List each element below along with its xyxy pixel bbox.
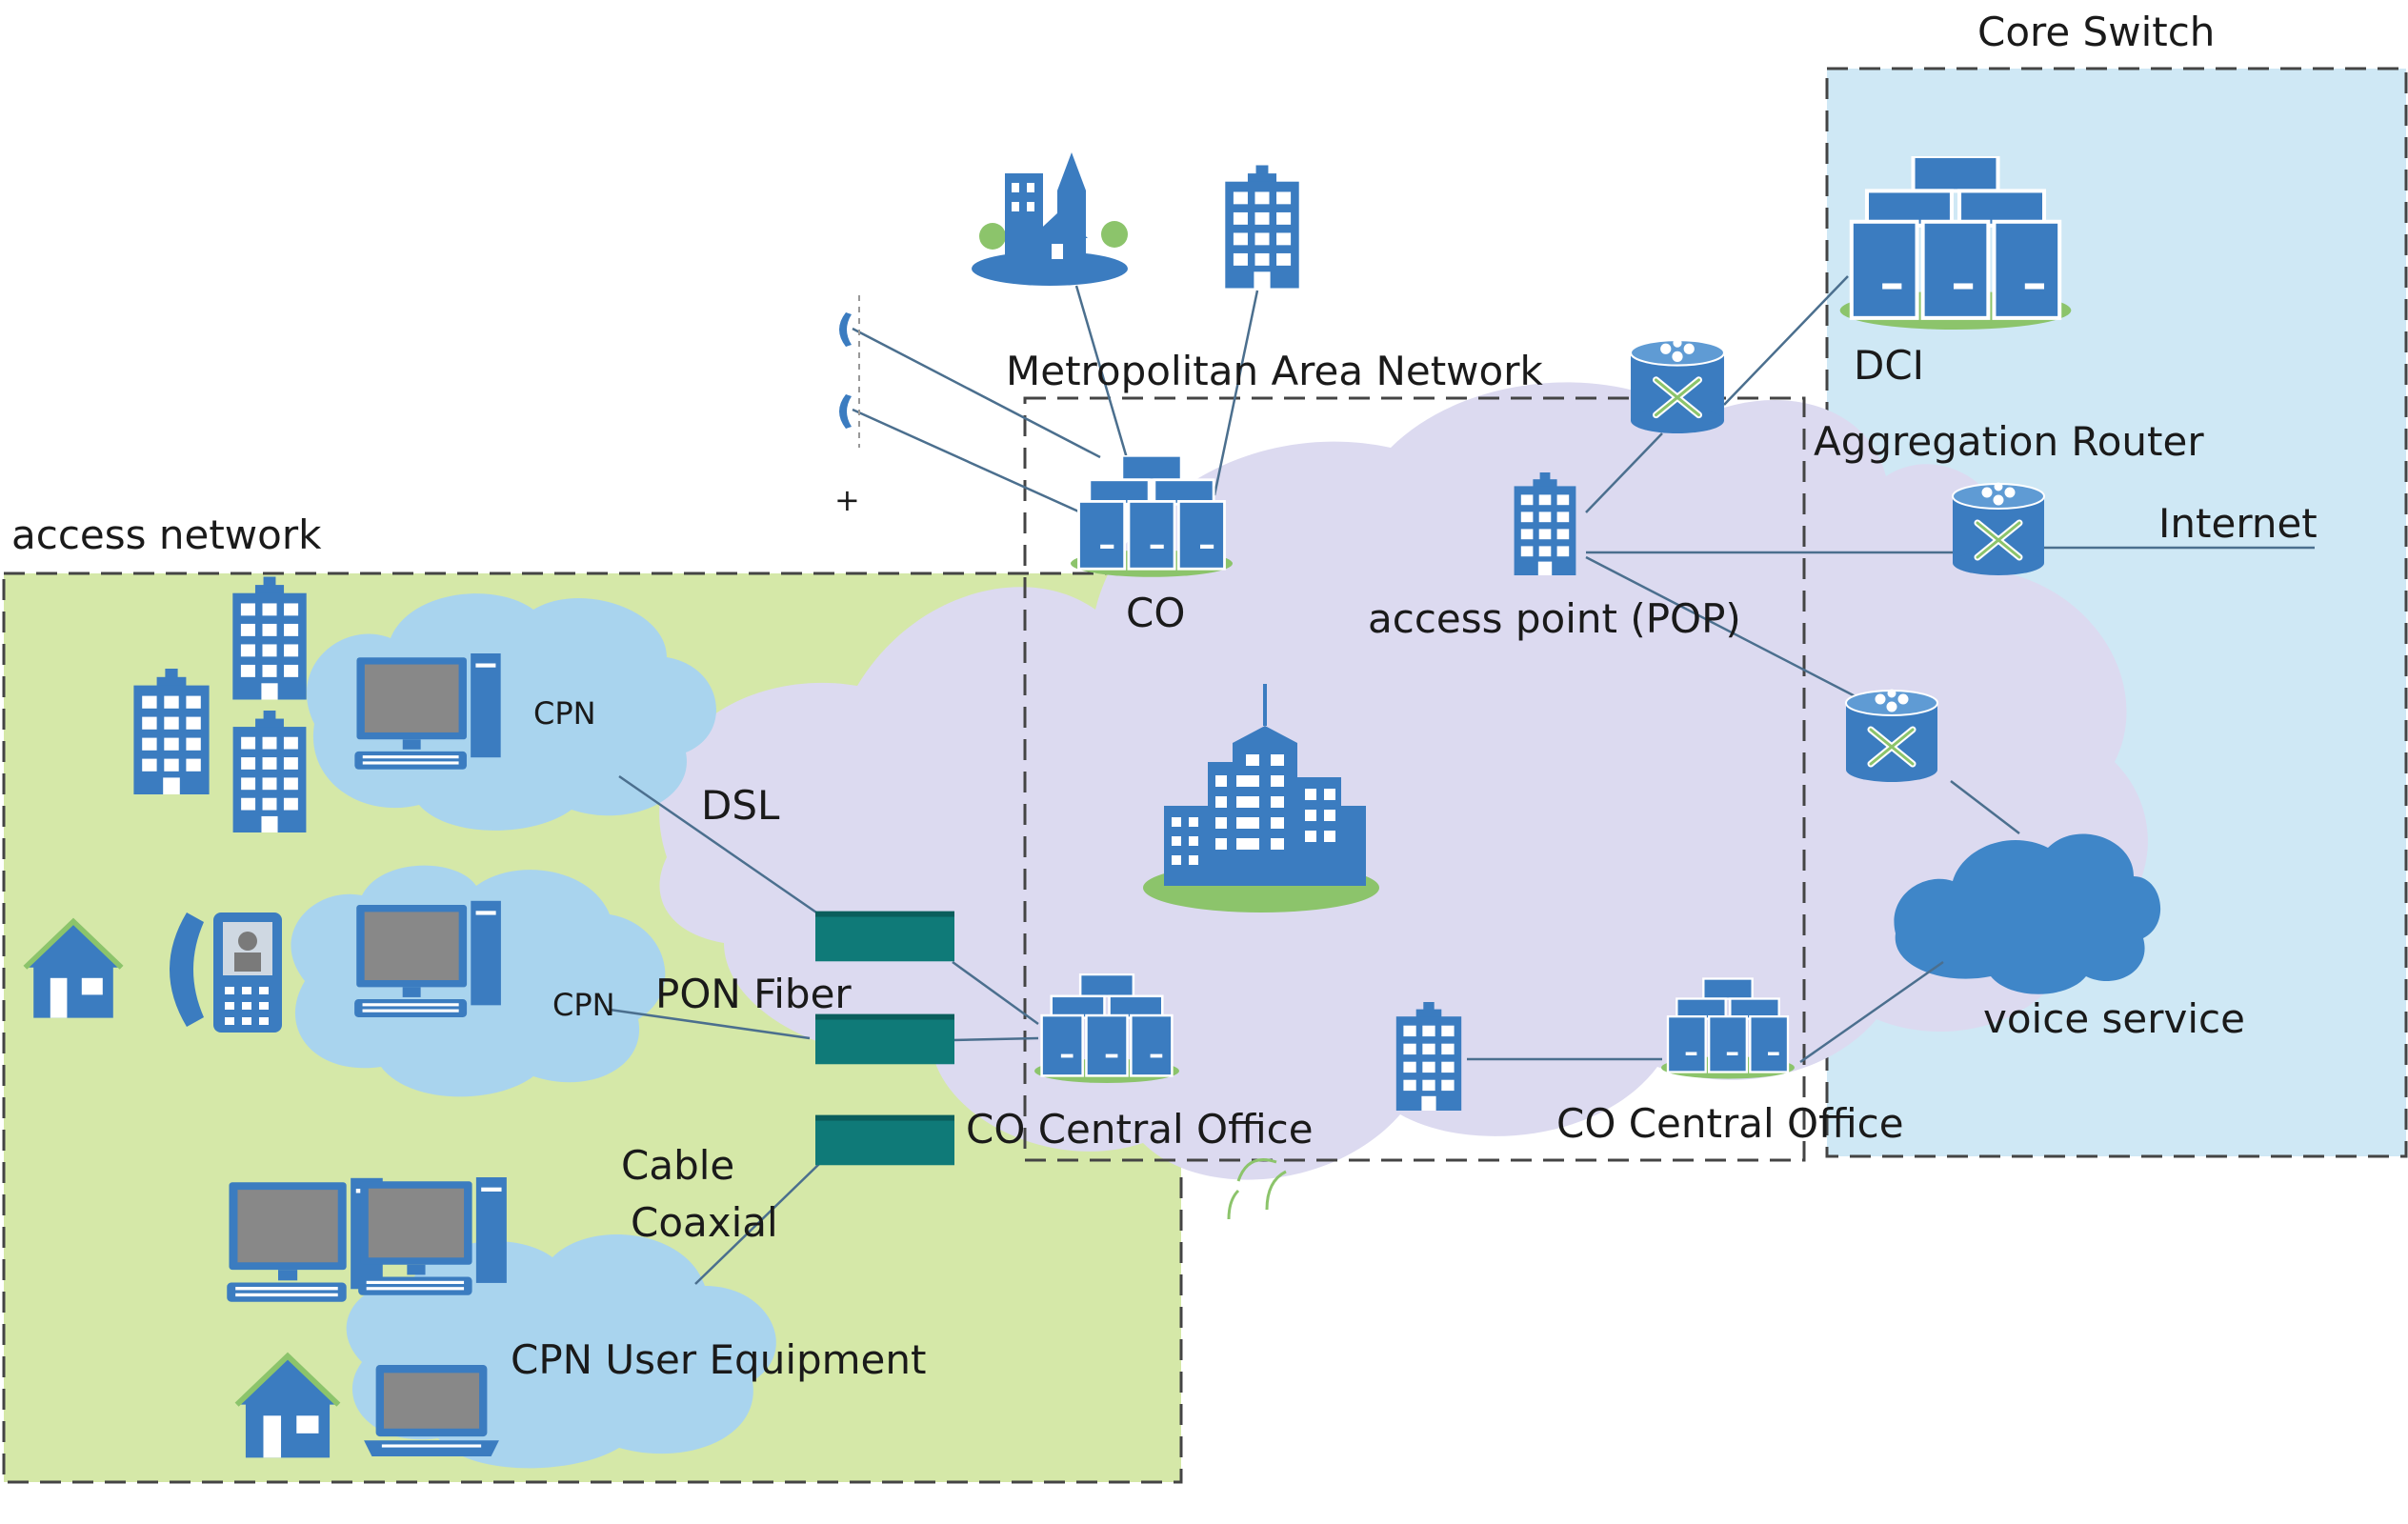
- office-building-icon: [1225, 165, 1299, 289]
- coaxial-label: Coaxial: [631, 1199, 778, 1246]
- core-switch-label: Core Switch: [1977, 9, 2215, 55]
- antenna-icon: [839, 312, 852, 429]
- dci-label: DCI: [1854, 342, 1924, 389]
- access-network-label: access network: [11, 511, 322, 558]
- pon-olt-icon: [815, 1013, 954, 1065]
- cpn-user-equipment-label: CPN User Equipment: [511, 1336, 927, 1383]
- village-icon: [972, 152, 1128, 286]
- co-central-office-left-label: CO Central Office: [966, 1106, 1314, 1153]
- voice-service-label: voice service: [1983, 995, 2245, 1042]
- metro-cloud: [659, 382, 2148, 1180]
- router-icon: [1631, 340, 1724, 433]
- co-central-office-right-label: CO Central Office: [1556, 1100, 1904, 1147]
- sprout-icon: [1227, 1158, 1287, 1220]
- desktop-computer-icon: [354, 900, 501, 1017]
- office-building-icon: [232, 711, 307, 832]
- cpn-cloud-top: [306, 593, 717, 831]
- laptop-icon: [364, 1365, 499, 1456]
- phone-icon: [170, 912, 282, 1033]
- pon-fiber-label: PON Fiber: [655, 971, 852, 1017]
- voice-service-cloud: [1894, 833, 2161, 994]
- aggregation-router-label: Aggregation Router: [1814, 418, 2204, 465]
- plus-sign: +: [834, 482, 860, 518]
- connection-lines: [609, 275, 2315, 1285]
- office-building-icon: [133, 669, 210, 794]
- desktop-computer-icon: [354, 653, 501, 770]
- office-building-icon: [232, 576, 307, 700]
- cable-label: Cable: [621, 1142, 734, 1189]
- dsl-label: DSL: [701, 782, 780, 829]
- city-skyline-icon: [1143, 684, 1379, 912]
- aggregation-router-icon: [1953, 484, 2044, 575]
- internet-label: Internet: [2158, 500, 2318, 547]
- co-label: CO: [1126, 590, 1185, 636]
- dsl-olt-icon: [815, 911, 954, 962]
- cable-olt-icon: [815, 1114, 954, 1166]
- cpn-mid-label: CPN: [552, 987, 615, 1023]
- access-point-building-icon: [1514, 472, 1576, 575]
- cpn-top-label: CPN: [533, 695, 596, 732]
- metro-network-label: Metropolitan Area Network: [1006, 348, 1543, 394]
- router-icon: [1846, 691, 1937, 782]
- metro-dashed-box: [1023, 396, 1806, 1162]
- office-building-icon: [1395, 1002, 1462, 1111]
- access-point-label: access point (POP): [1368, 595, 1741, 642]
- desktop-computer-icon: [358, 1177, 507, 1295]
